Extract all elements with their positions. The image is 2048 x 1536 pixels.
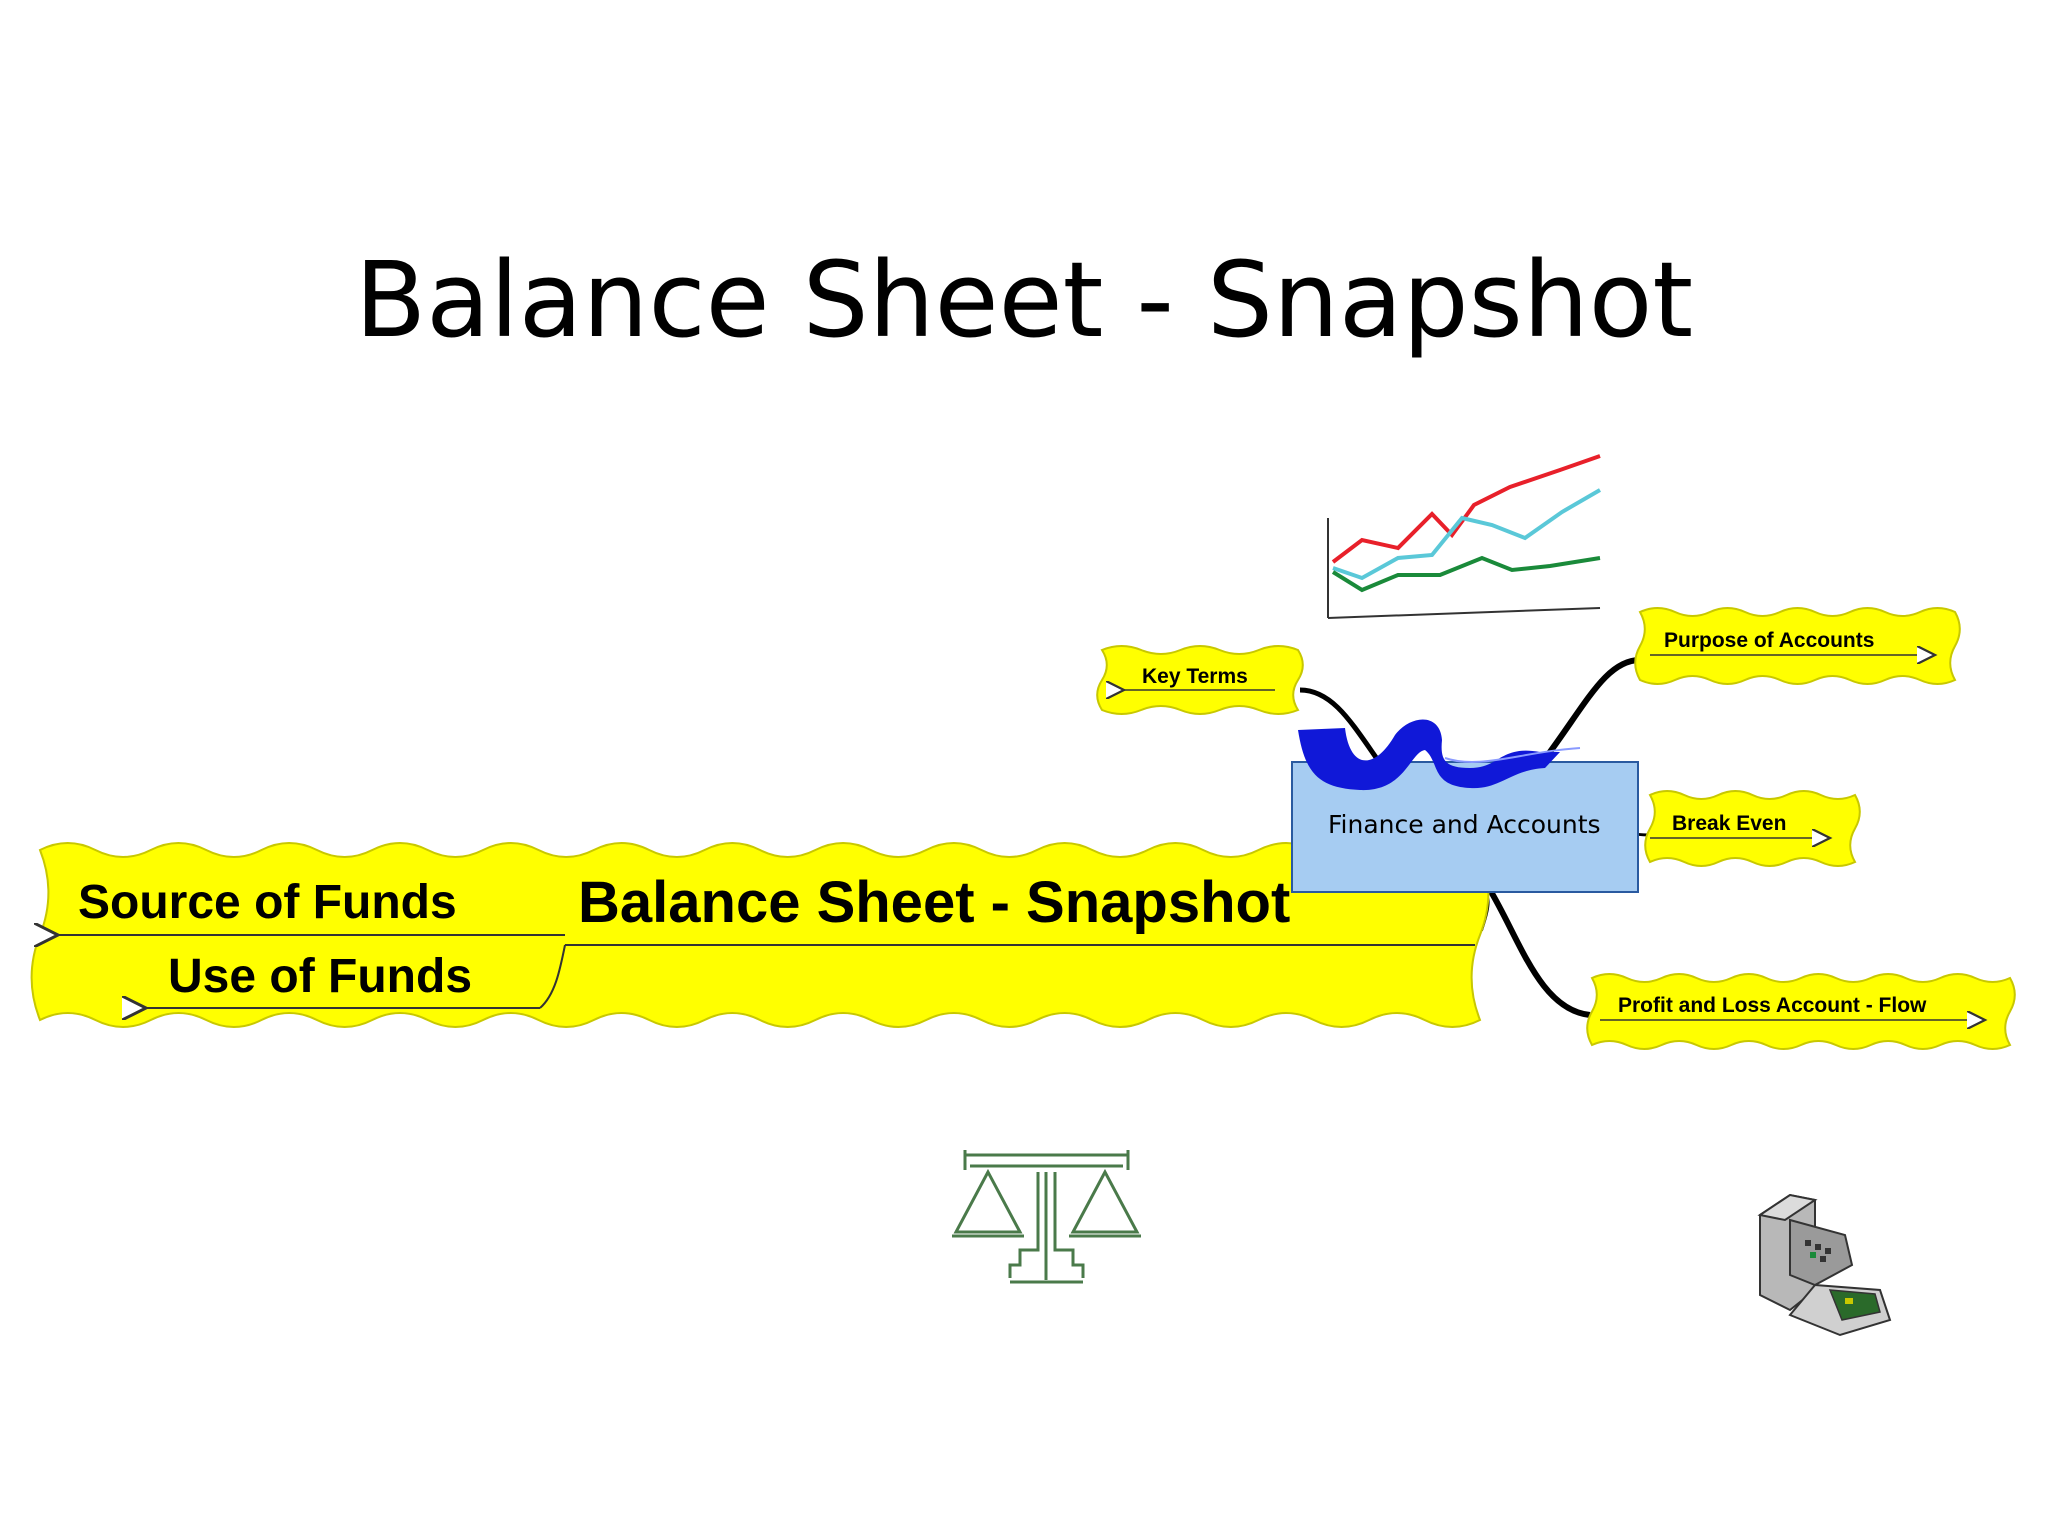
slide-title: Balance Sheet - Snapshot (354, 239, 1694, 361)
key-terms-shape (1096, 645, 1304, 715)
chart-clipart-x-axis (1327, 607, 1601, 619)
purpose-of-accounts-shape (1634, 607, 1961, 685)
profit-loss-shape (1586, 973, 2016, 1050)
sub-item-use-of-funds[interactable]: Use of Funds (168, 950, 472, 1003)
sub-item-source-of-funds[interactable]: Source of Funds (78, 876, 457, 929)
main-banner[interactable]: Balance Sheet - Snapshot Source of Funds… (30, 842, 1490, 1028)
key-terms-label: Key Terms (1142, 665, 1248, 688)
main-banner-label: Balance Sheet - Snapshot (578, 870, 1290, 935)
branch-purpose-of-accounts[interactable]: Purpose of Accounts (1634, 607, 1961, 685)
branch-key-terms[interactable]: Key Terms (1096, 645, 1304, 715)
balance-scales-icon (952, 1150, 1141, 1284)
line-chart-clipart-icon (1327, 454, 1602, 619)
chart-clipart-series-cyan (1332, 488, 1602, 581)
break-even-shape (1644, 790, 1861, 867)
chart-clipart-series-green (1331, 555, 1601, 593)
branch-profit-and-loss[interactable]: Profit and Loss Account - Flow (1586, 973, 2016, 1050)
cash-register-icon (1757, 1193, 1892, 1337)
chart-clipart-series-red (1331, 454, 1601, 564)
main-banner-shape (30, 842, 1490, 1028)
use-of-funds-curve (539, 944, 566, 1009)
purpose-of-accounts-label: Purpose of Accounts (1664, 629, 1874, 652)
center-node-label: Finance and Accounts (1328, 810, 1601, 839)
branch-break-even[interactable]: Break Even (1644, 790, 1861, 867)
blue-ribbon-swirl-icon (1298, 719, 1581, 791)
profit-loss-label: Profit and Loss Account - Flow (1618, 994, 1927, 1017)
break-even-label: Break Even (1672, 812, 1786, 835)
connector-profit-loss (1487, 888, 1591, 1018)
